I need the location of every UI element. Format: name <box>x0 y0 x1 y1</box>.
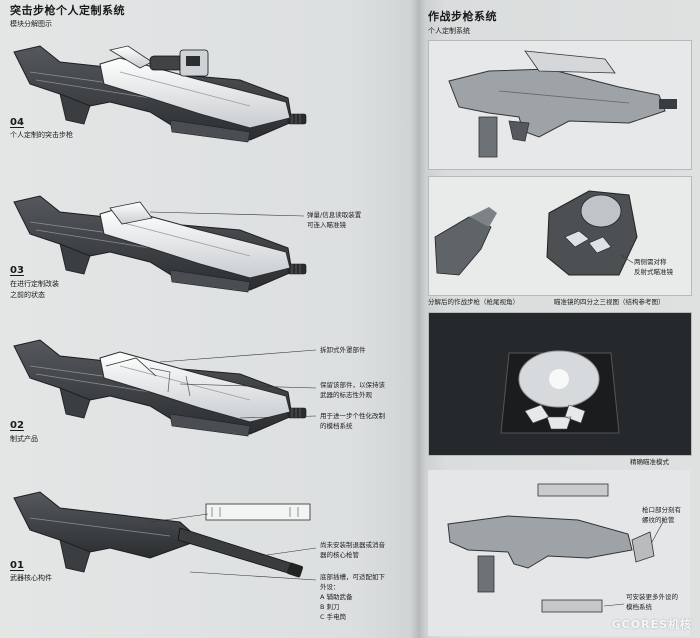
scope-note: 两侧需对称 反射式瞄准镜 <box>634 258 673 277</box>
right-page-title: 作战步枪系统 <box>428 10 497 23</box>
leader-line <box>179 383 317 389</box>
leader-line <box>149 211 305 217</box>
annotation-bottom-slot: 底部插槽，可适配如下 外设： A 辅助武备 B 刺刀 C 手电筒 <box>320 573 385 622</box>
left-page-subtitle: 模块分解图示 <box>10 20 52 28</box>
stage-label: 个人定制的突击步枪 <box>10 131 73 139</box>
split-rifle-scope-photo <box>428 176 692 296</box>
leader-line <box>259 547 317 557</box>
left-page-title: 突击步枪个人定制系统 <box>10 4 125 17</box>
annotation-rail-system: 用于进一步个性化改制 的模档系统 <box>320 412 385 431</box>
stage-label: 之前的状态 <box>10 291 45 299</box>
annotation-info-reader: 弹量/信息读取装置 可连入瞄准镜 <box>307 211 362 230</box>
leader-line <box>239 415 317 419</box>
scope-closeup-photo <box>428 312 692 456</box>
stage-label: 武器核心构件 <box>10 574 52 582</box>
rail-note: 可安装更多外设的 模档系统 <box>626 593 678 612</box>
leader-line <box>189 571 317 581</box>
right-page-subtitle: 个人定制系统 <box>428 27 470 35</box>
battle-rifle-photo <box>428 40 692 170</box>
stage-label: 制式产品 <box>10 435 38 443</box>
stage-label: 在进行定制改装 <box>10 280 59 288</box>
book-gutter <box>410 0 426 638</box>
stage-number: 01 <box>10 560 24 571</box>
annotation-core-barrel: 尚未安装制退器或消音 器的核心枪管 <box>320 541 385 560</box>
detached-rail <box>205 503 311 521</box>
stage-number: 04 <box>10 117 24 128</box>
annotation-keep-part: 保留该部件，以保持该 武器的标志性外观 <box>320 381 385 400</box>
caption-scope-view: 瞄准镜的四分之三视图（结构参考图） <box>554 298 665 306</box>
leader-line <box>159 349 317 363</box>
rifle-parts-photo <box>428 470 690 636</box>
leader-line <box>149 513 209 523</box>
muzzle-note: 枪口部分刻有 螺纹的枪管 <box>642 506 681 525</box>
caption-split-view: 分解后的作战步枪（枪尾视角） <box>428 298 519 306</box>
annotation-removable-shell: 拆卸式外罩部件 <box>320 346 366 354</box>
stage-number: 02 <box>10 420 24 431</box>
watermark: GCORES机核 <box>611 618 692 631</box>
caption-precise-mode: 精确瞄准模式 <box>630 458 669 466</box>
rifle-illustrations <box>13 45 317 581</box>
stage-number: 03 <box>10 265 24 276</box>
